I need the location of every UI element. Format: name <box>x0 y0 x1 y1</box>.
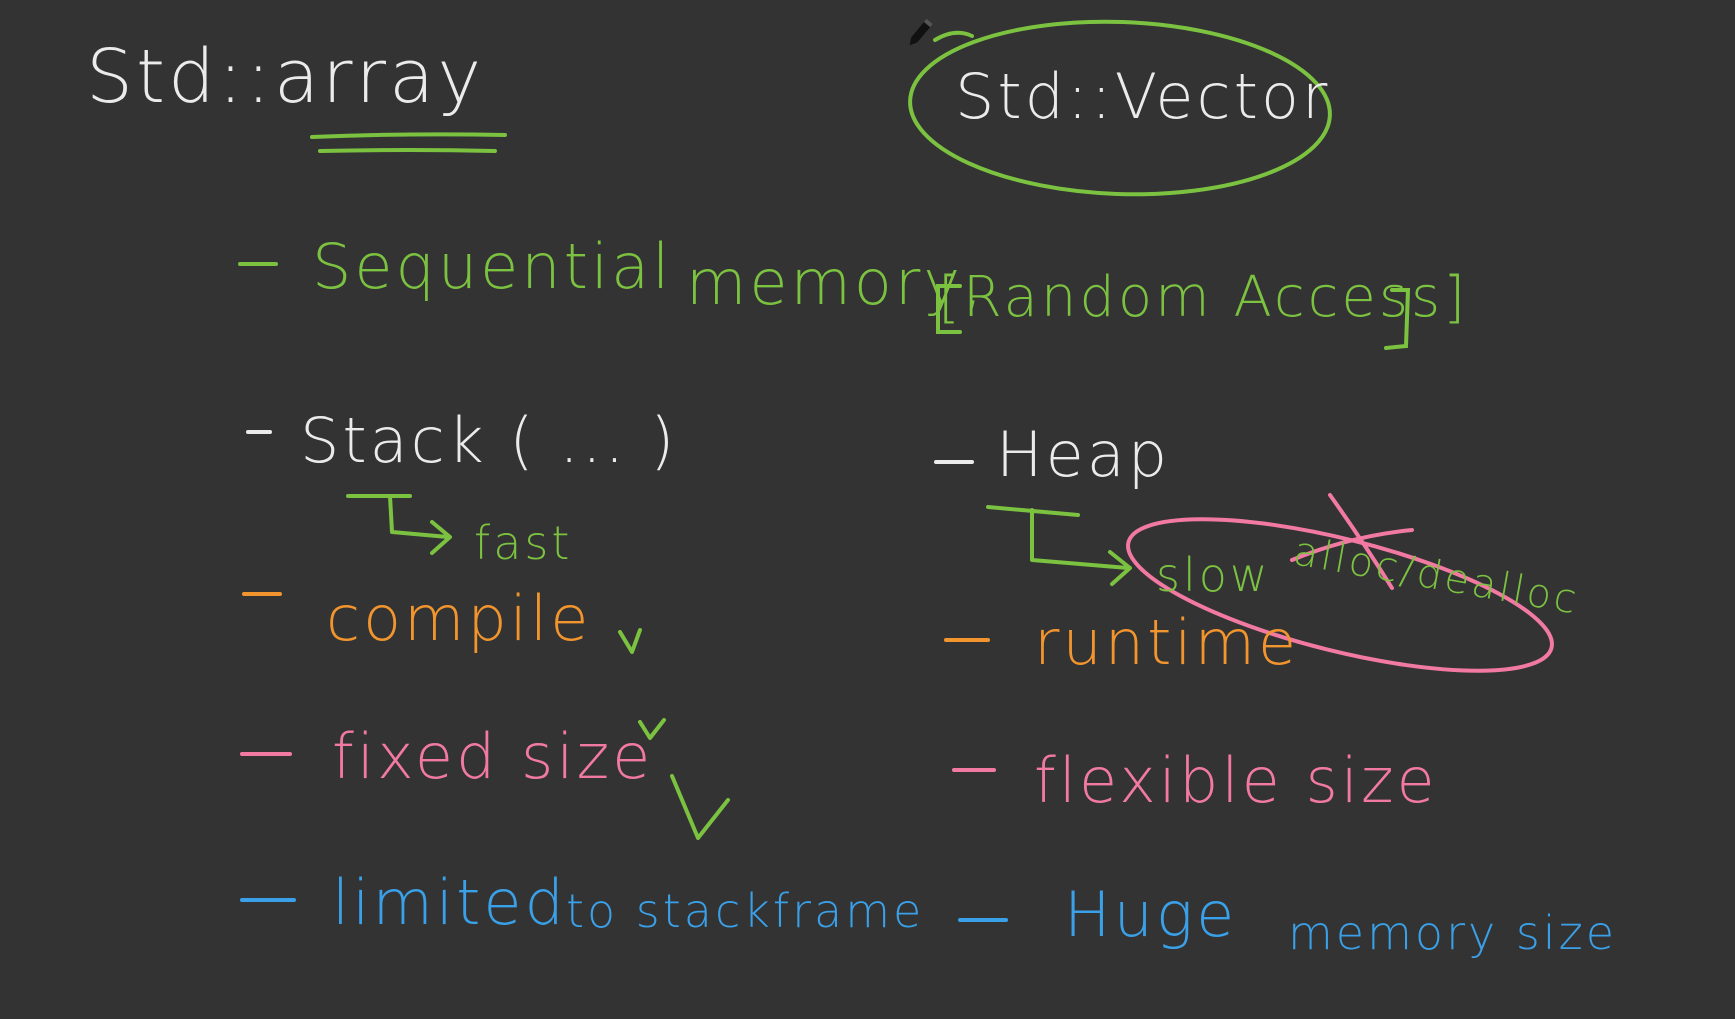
text-fast: fast <box>474 516 573 570</box>
text-compile: compile <box>326 582 592 655</box>
bullet-dash-huge <box>958 918 1008 922</box>
text-slow: slow <box>1156 548 1271 602</box>
text-flexible-size: flexible size <box>1034 744 1438 817</box>
text-runtime: runtime <box>1034 606 1300 679</box>
text-random-access: [Random Access] <box>938 265 1469 330</box>
bullet-dash-heap <box>934 460 974 464</box>
bullet-dash-runtime <box>944 638 990 642</box>
text-limited: limited <box>332 866 567 939</box>
bracket-right <box>1384 288 1411 350</box>
bullet-dash-sequential <box>238 262 278 266</box>
fast-arrow <box>346 494 452 555</box>
text-huge: Huge <box>1064 878 1238 951</box>
check-compile <box>618 628 642 654</box>
text-stack: Stack ( ... ) <box>300 404 678 477</box>
bullet-dash-fixed <box>240 752 292 756</box>
text-fixed-size: fixed size <box>332 720 654 793</box>
slow-arrow <box>986 505 1132 586</box>
text-sequential: Sequential <box>312 230 673 303</box>
bullet-dash-stack <box>246 430 272 434</box>
check-fixed-big <box>670 774 730 840</box>
bullet-dash-compile <box>242 592 282 596</box>
text-memory-size: memory size <box>1288 906 1618 960</box>
header-std-array: Std::array <box>86 34 485 120</box>
bullet-dash-flexible <box>952 768 996 772</box>
check-fixed-small <box>638 718 666 740</box>
text-heap: Heap <box>996 418 1171 491</box>
array-underline-2 <box>318 148 497 153</box>
bracket-left <box>936 284 962 334</box>
text-memory: memory, <box>686 246 986 319</box>
bullet-dash-limited <box>240 898 296 902</box>
header-std-vector: Std::Vector <box>955 60 1331 133</box>
vector-circle <box>908 19 1332 197</box>
vector-circle-tail <box>933 30 974 42</box>
alloc-cross <box>1290 493 1414 590</box>
text-to-stackframe: to stackframe <box>566 884 925 938</box>
array-underline-1 <box>310 132 507 139</box>
pencil-cursor-icon <box>909 18 933 46</box>
